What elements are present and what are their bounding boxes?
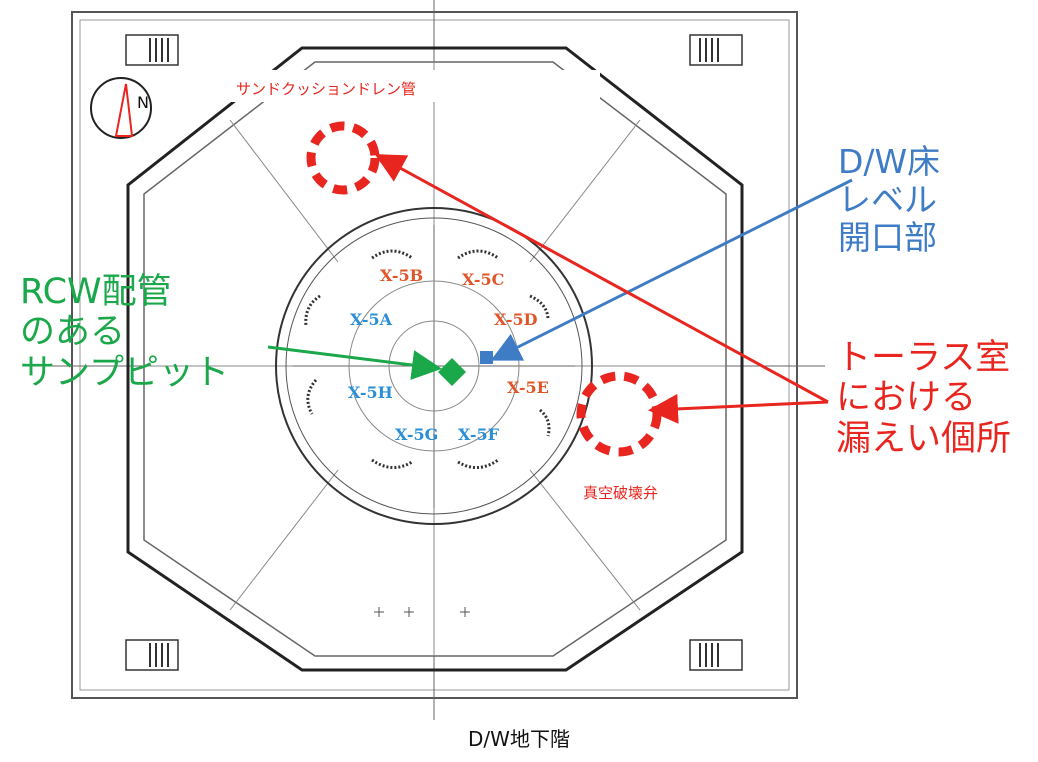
sand-cushion-drain-label: サンドクッションドレン管 (236, 80, 417, 98)
dw-floor-callout-arrow (490, 178, 853, 361)
torus-outer-wall (126, 46, 744, 672)
sand-label-background (215, 70, 600, 102)
rcw-callout-arrow (267, 345, 442, 380)
dw-callout-line-3: 開口部 (838, 217, 937, 257)
torus-leak-arrow-east (648, 393, 829, 424)
torus-callout-line-2: における (836, 378, 977, 419)
leak-circle-vacuum-breaker (576, 371, 662, 457)
leak-circle-sand-cushion (306, 121, 380, 195)
penetration-label-x5h: X-5H (348, 383, 393, 402)
sump-pit-marker (438, 358, 466, 386)
grid-crosses (374, 607, 470, 617)
radial-partitions (144, 62, 726, 656)
compass-needle (114, 83, 134, 137)
penetration-label-x5d: X-5D (494, 310, 538, 329)
dw-floor-opening-marker (480, 351, 493, 364)
pedestal-inner-circle (388, 320, 480, 412)
dw-callout-line-2: レベル (838, 179, 937, 219)
penetration-label-x5a: X-5A (350, 310, 393, 329)
dw-callout-line-1: D/W床 (838, 142, 941, 181)
penetration-labels: X-5B X-5C X-5A X-5D X-5H X-5E X-5G X-5F (348, 266, 549, 444)
pedestal-circle (348, 280, 520, 452)
torus-callout-line-3: 漏えい個所 (836, 418, 1012, 459)
dw-floor-opening-callout: D/W床 レベル 開口部 (838, 143, 940, 257)
rcw-callout-line-3: サンプピット (20, 352, 229, 393)
penetration-label-x5b: X-5B (380, 266, 423, 285)
torus-callout-line-1: トーラス室 (836, 338, 1011, 378)
torus-inner-wall (143, 61, 727, 657)
penetration-label-x5c: X-5C (462, 270, 504, 289)
drywell-inner-circle (285, 217, 583, 515)
vacuum-breaker-label: 真空破壊弁 (583, 484, 659, 502)
penetration-label-x5g: X-5G (395, 425, 438, 444)
rcw-callout-line-2: のある (20, 312, 126, 353)
rcw-callout-line-1: RCW配管 (20, 272, 172, 312)
penetration-label-x5f: X-5F (458, 425, 500, 444)
corner-stairs (125, 34, 743, 671)
vent-pipe-arcs (304, 249, 551, 469)
penetration-label-x5e: X-5E (507, 378, 549, 397)
floor-caption: D/W地下階 (468, 727, 570, 751)
stair-treads (149, 38, 719, 667)
drywell-outer-circle (275, 207, 593, 525)
rcw-sump-pit-callout: RCW配管 のある サンプピット (20, 272, 229, 393)
torus-leak-arrow-north (374, 154, 829, 404)
compass-north-label: N (137, 93, 149, 112)
torus-leak-callout: トーラス室 における 漏えい個所 (836, 338, 1011, 459)
